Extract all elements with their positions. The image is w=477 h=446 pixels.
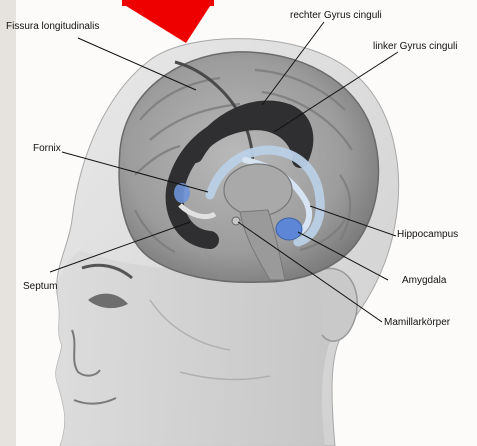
label-mamillarkoerper: Mamillarkörper	[384, 317, 450, 329]
label-fornix: Fornix	[33, 143, 61, 155]
label-fissura-longitudinalis: Fissura longitudinalis	[6, 21, 99, 33]
label-hippocampus: Hippocampus	[397, 229, 458, 241]
page-gutter	[0, 0, 16, 446]
label-rechter-gyrus-cinguli: rechter Gyrus cinguli	[290, 10, 382, 22]
amygdala-shape	[276, 218, 302, 240]
red-marker-top	[122, 0, 214, 6]
label-linker-gyrus-cinguli: linker Gyrus cinguli	[373, 41, 457, 53]
thalamus	[224, 164, 292, 216]
mamillarkoerper-shape	[232, 217, 240, 225]
label-amygdala: Amygdala	[402, 275, 446, 287]
label-septum: Septum	[23, 281, 57, 293]
face-shading	[56, 250, 340, 446]
